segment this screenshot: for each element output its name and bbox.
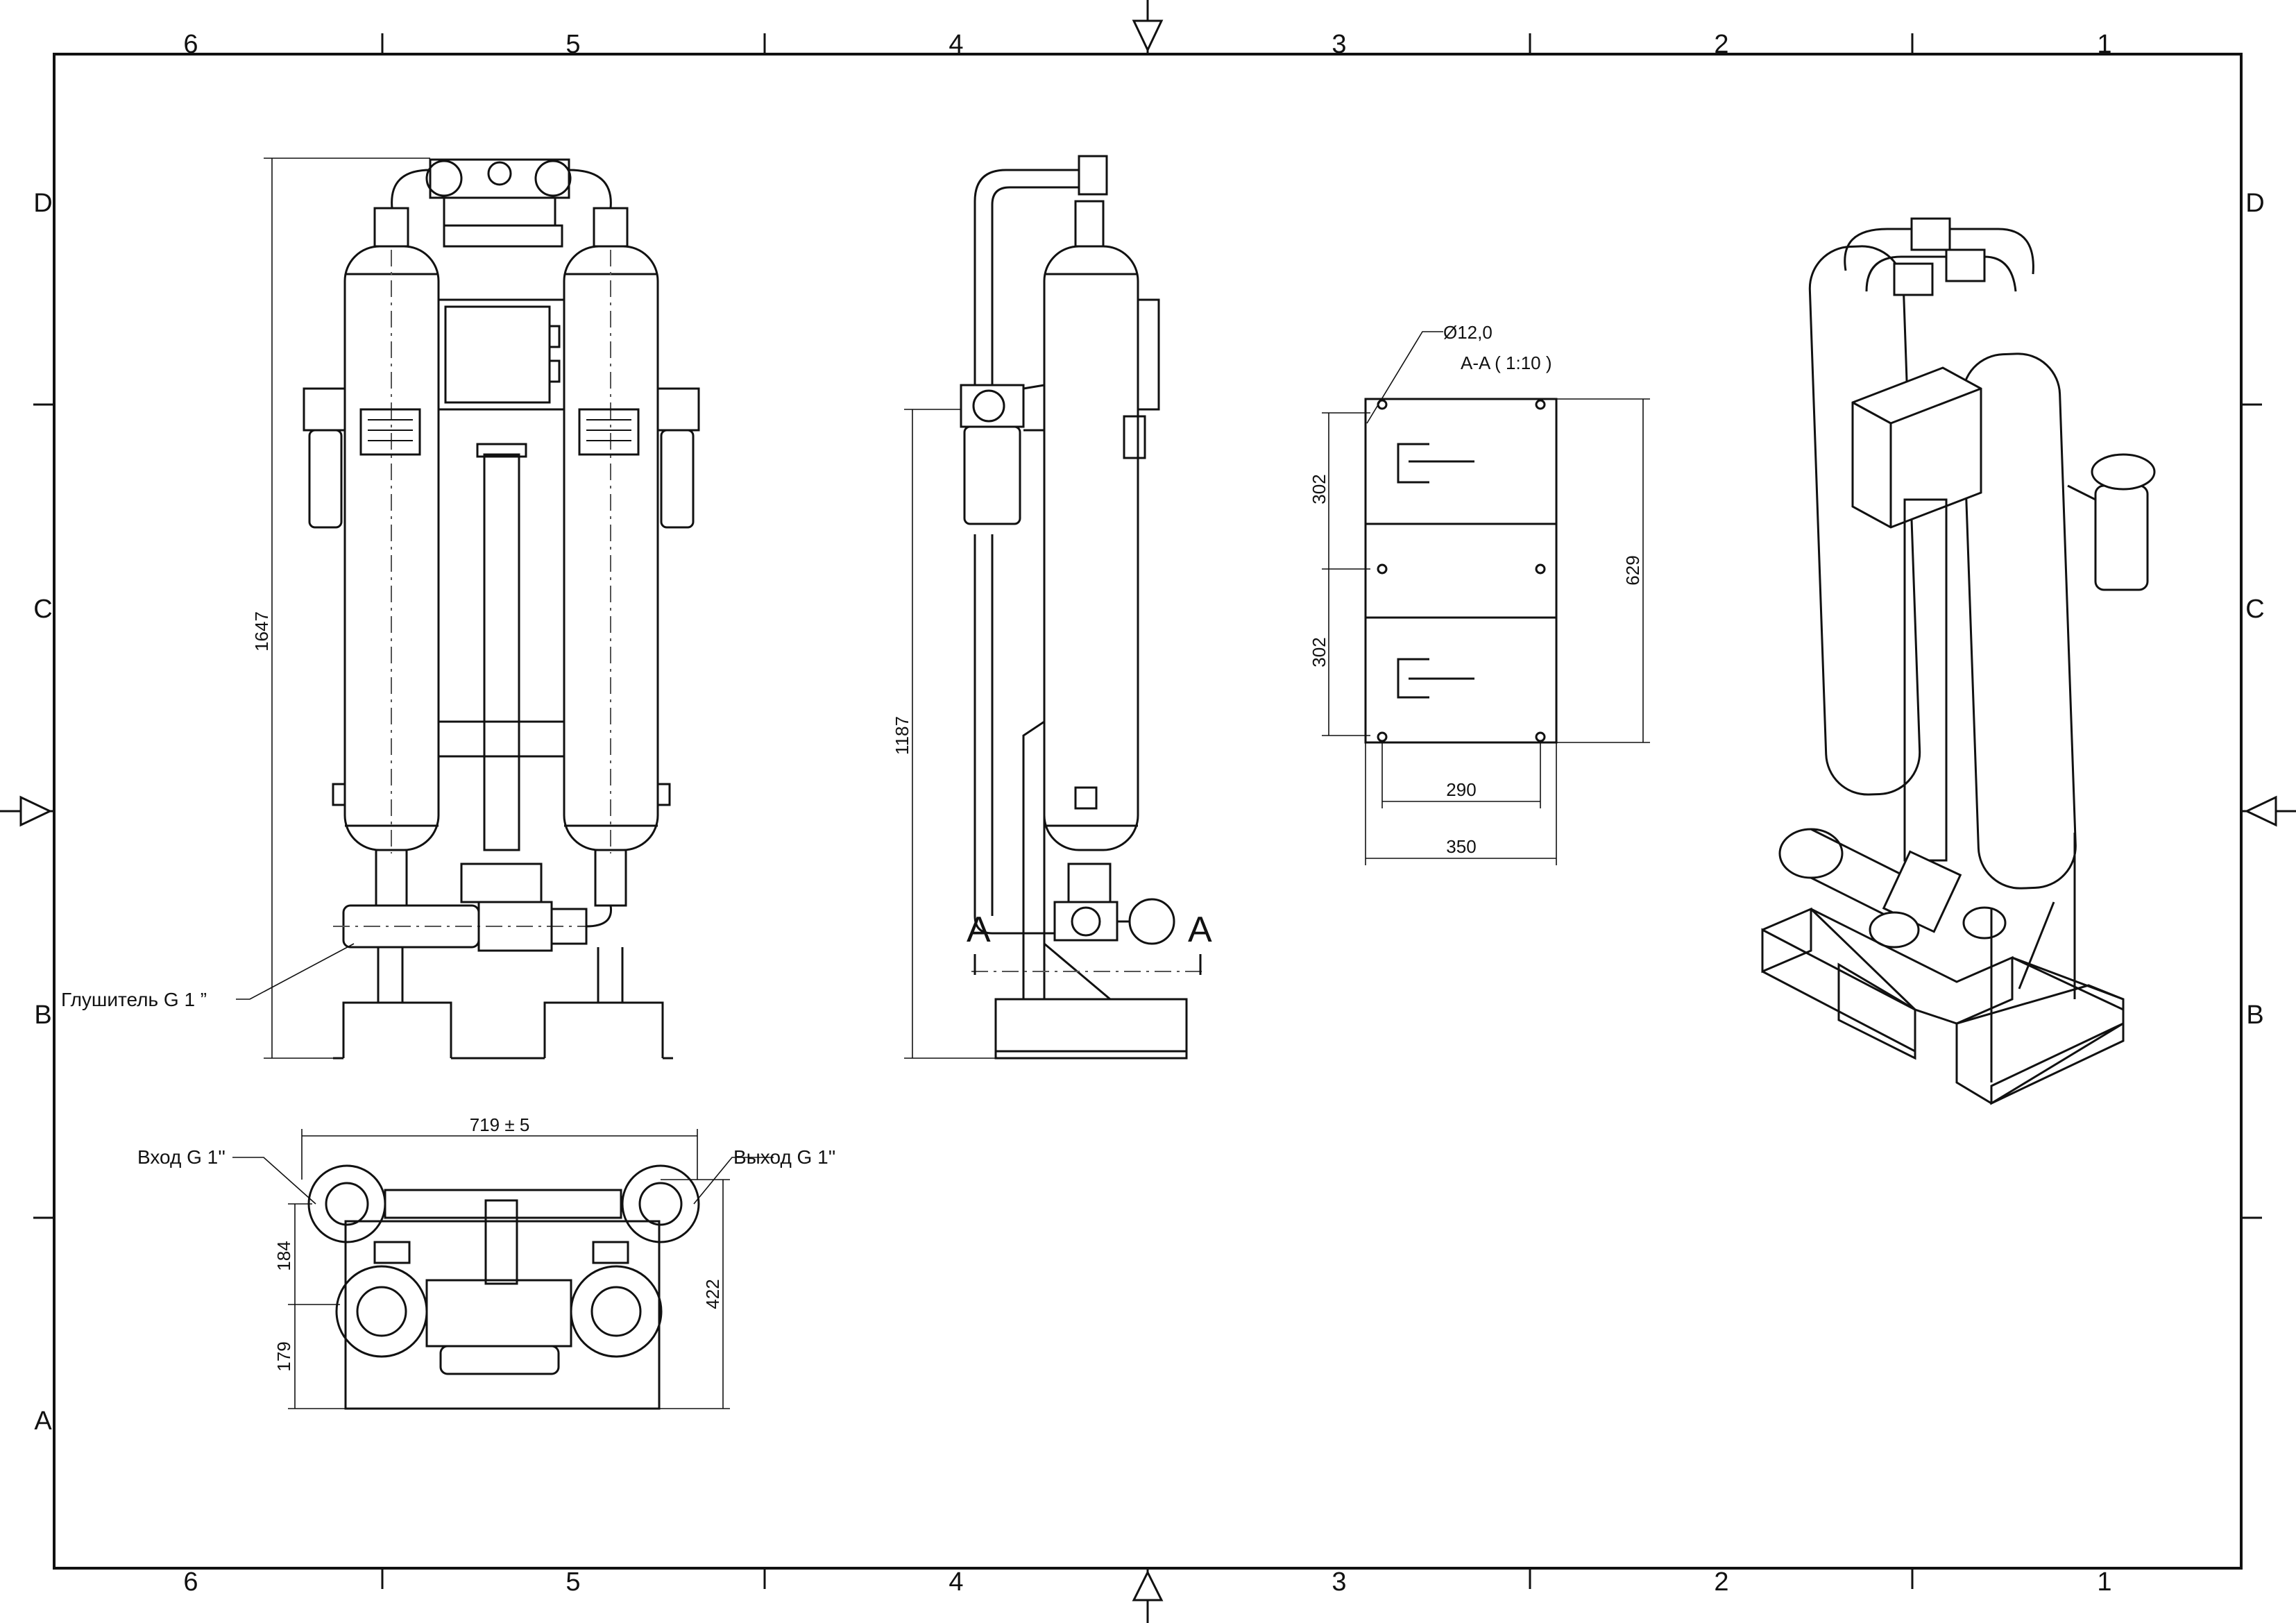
centring-mark-bottom xyxy=(1132,1568,1164,1623)
zone-row-B-right: B xyxy=(2246,1001,2263,1030)
outlet-port xyxy=(621,1164,700,1243)
top-base-outline xyxy=(344,1220,661,1410)
top-manifold xyxy=(391,158,612,248)
zone-row-C-left: C xyxy=(33,595,52,624)
top-left-vessel xyxy=(335,1265,428,1358)
section-dim-height: 629 xyxy=(1622,555,1643,585)
centring-mark-left xyxy=(0,795,54,827)
top-right-vessel xyxy=(570,1265,663,1358)
side-filter-bowl xyxy=(963,425,1021,525)
zone-col-1-top: 1 xyxy=(2097,30,2111,59)
front-height-value: 1647 xyxy=(251,611,272,652)
zone-col-3-top: 3 xyxy=(1332,30,1346,59)
section-mark-right: A xyxy=(1188,910,1212,950)
zone-row-C-right: C xyxy=(2245,595,2264,624)
section-dim-outer-width: 350 xyxy=(1446,836,1476,857)
side-view: A A 1187 xyxy=(892,155,1212,1060)
zone-col-6-top: 6 xyxy=(183,30,198,59)
centring-mark-top xyxy=(1132,0,1164,54)
top-dim-upper: 184 xyxy=(273,1241,294,1271)
zone-col-2-bottom: 2 xyxy=(1714,1567,1728,1597)
side-vessel xyxy=(1043,245,1139,851)
left-vessel xyxy=(332,207,440,907)
left-filter-head xyxy=(303,387,346,432)
section-dim-bottom: 302 xyxy=(1309,637,1329,667)
right-filter-head xyxy=(656,387,700,432)
purge-column xyxy=(483,453,520,851)
front-view: 1647 Глушитель G 1 ” xyxy=(61,158,700,1060)
zone-col-2-top: 2 xyxy=(1714,30,1728,59)
zone-row-B-left: B xyxy=(34,1001,51,1030)
section-dim-inner-width: 290 xyxy=(1446,779,1476,800)
inlet-port xyxy=(307,1164,386,1243)
zone-col-3-bottom: 3 xyxy=(1332,1567,1346,1597)
zone-col-6-bottom: 6 xyxy=(183,1567,198,1597)
iso-front-vessel xyxy=(1962,352,2077,890)
top-width-value: 719 ± 5 xyxy=(470,1114,530,1135)
control-box xyxy=(437,298,566,758)
iso-control-box xyxy=(1851,366,1982,529)
top-dim-total: 422 xyxy=(702,1279,723,1309)
inlet-label: Вход G 1'' xyxy=(137,1146,226,1168)
centring-mark-right xyxy=(2241,795,2296,827)
front-height-dimension xyxy=(264,158,430,1059)
base-plate xyxy=(1364,398,1558,744)
section-a-a: Ø12,0 A-A ( 1:10 ) 302 302 629 290 350 xyxy=(1309,322,1650,865)
section-title: A-A ( 1:10 ) xyxy=(1461,352,1552,373)
section-dim-top: 302 xyxy=(1309,474,1329,504)
zone-col-4-bottom: 4 xyxy=(949,1567,963,1597)
bottom-manifold xyxy=(333,863,613,952)
hole-diameter-label: Ø12,0 xyxy=(1443,322,1493,343)
iso-base-frame xyxy=(1761,833,2125,1105)
zone-row-A-left: A xyxy=(34,1407,52,1436)
iso-filter xyxy=(2094,484,2149,591)
front-legs xyxy=(333,947,673,1060)
left-filter-bowl xyxy=(308,429,343,529)
zone-col-1-bottom: 1 xyxy=(2097,1567,2111,1597)
right-vessel xyxy=(563,207,671,907)
side-height-value: 1187 xyxy=(892,716,912,755)
zone-col-5-bottom: 5 xyxy=(566,1567,580,1597)
isometric-view xyxy=(1761,217,2156,1105)
muffler-label: Глушитель G 1 ” xyxy=(61,989,207,1010)
section-mark-left: A xyxy=(967,910,991,950)
zone-col-4-top: 4 xyxy=(949,30,963,59)
outlet-label: Выход G 1'' xyxy=(733,1146,835,1168)
zone-col-5-top: 5 xyxy=(566,30,580,59)
zone-row-D-right: D xyxy=(2245,189,2264,218)
zone-row-D-left: D xyxy=(33,189,52,218)
right-filter-bowl xyxy=(660,429,695,529)
top-view: 719 ± 5 184 179 422 Вход G 1'' Выход G 1… xyxy=(137,1114,835,1410)
top-dim-lower: 179 xyxy=(273,1341,294,1371)
